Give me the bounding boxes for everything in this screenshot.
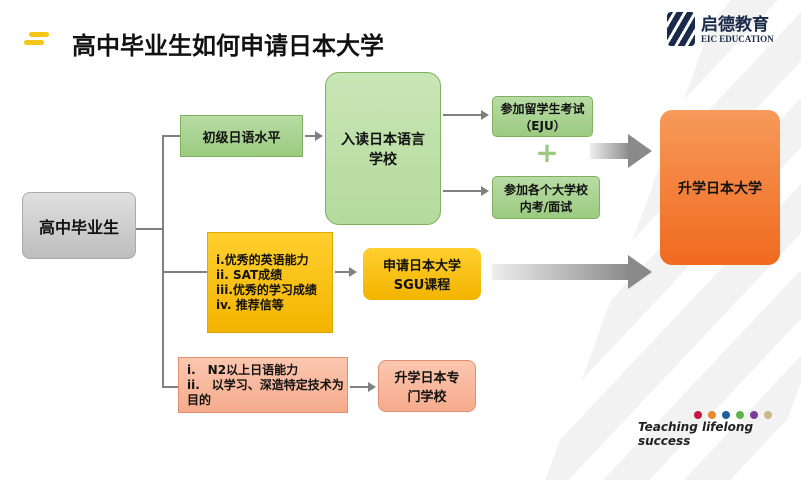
node-vocational: 升学日本专门学校: [378, 360, 476, 412]
dot-icon: [750, 411, 758, 419]
node-university: 升学日本大学: [660, 110, 780, 265]
sgu-requirements: i.优秀的英语能力 ii. SAT成绩 iii.优秀的学习成绩 iv. 推荐信等: [207, 232, 333, 333]
dot-icon: [722, 411, 730, 419]
connector: [162, 271, 207, 273]
arrow: [335, 267, 357, 277]
logo-en: EIC EDUCATION: [701, 34, 774, 44]
connector: [162, 386, 178, 388]
requirement: ii. 以学习、深造特定技术为目的: [187, 377, 344, 407]
footer-slogan: Teaching lifelong success: [638, 420, 754, 448]
requirement: ii. SAT成绩: [216, 267, 283, 282]
title-marker-icon: [29, 32, 49, 37]
dot-icon: [764, 411, 772, 419]
logo-mark-icon: [667, 12, 695, 46]
dot-icon: [708, 411, 716, 419]
requirement: i. N2以上日语能力: [187, 362, 299, 377]
big-arrow: [590, 134, 652, 168]
arrow: [443, 110, 489, 120]
title-marker-icon-2: [24, 40, 44, 45]
node-language-school: 入读日本语言学校: [325, 72, 441, 225]
node-eju: 参加留学生考试（EJU）: [492, 96, 593, 137]
node-basic-japanese: 初级日语水平: [180, 115, 303, 157]
big-arrow: [492, 255, 652, 289]
footer-dots: [688, 404, 772, 423]
arrow: [305, 131, 323, 141]
logo: 启德教育 EIC EDUCATION: [665, 10, 790, 50]
requirement: iv. 推荐信等: [216, 297, 284, 312]
connector: [136, 228, 163, 230]
node-school-exam: 参加各个大学校内考/面试: [492, 176, 600, 219]
node-start: 高中毕业生: [22, 192, 136, 259]
node-sgu: 申请日本大学SGU课程: [363, 248, 481, 300]
dot-icon: [694, 411, 702, 419]
requirement: iii.优秀的学习成绩: [216, 282, 317, 297]
page-title: 高中毕业生如何申请日本大学: [72, 32, 384, 60]
connector: [162, 135, 180, 137]
plus-icon: +: [535, 135, 559, 169]
arrow: [443, 186, 489, 196]
arrow: [350, 382, 376, 392]
requirement: i.优秀的英语能力: [216, 252, 309, 267]
dot-icon: [736, 411, 744, 419]
vocational-requirements: i. N2以上日语能力 ii. 以学习、深造特定技术为目的: [178, 357, 348, 413]
logo-cn: 启德教育: [701, 15, 769, 35]
connector: [162, 135, 164, 387]
